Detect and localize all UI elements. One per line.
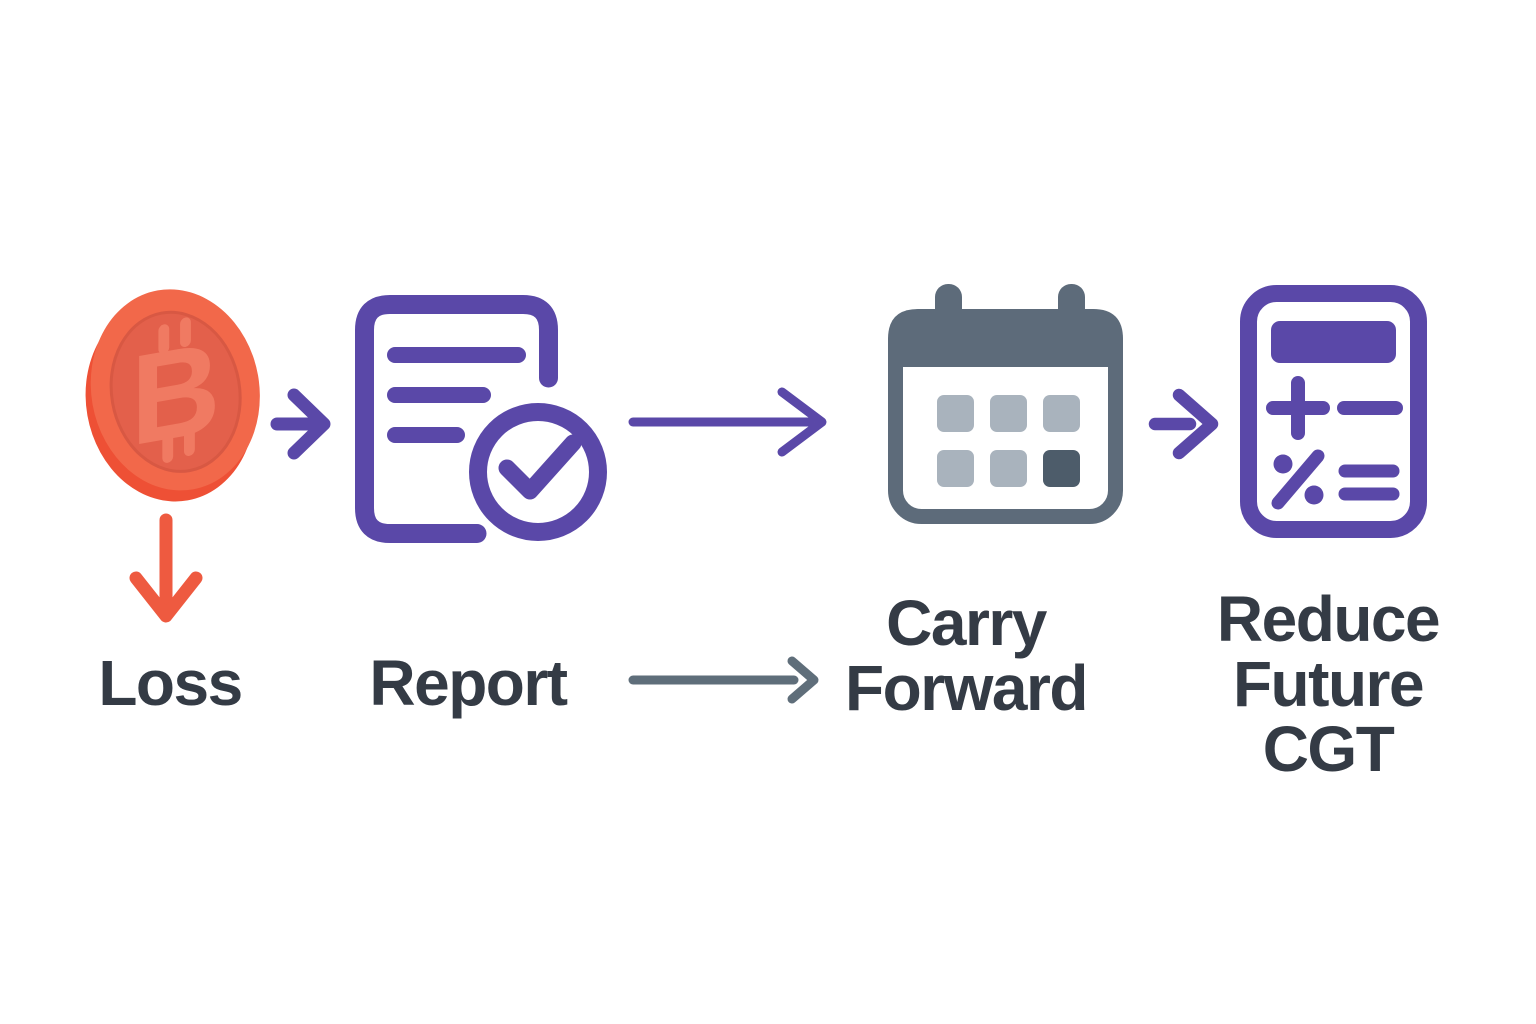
step-label-report: Report bbox=[369, 647, 568, 719]
arrow-right-icon bbox=[1148, 388, 1219, 460]
arrow-right-icon bbox=[270, 388, 331, 460]
red-down-arrow-icon bbox=[129, 513, 203, 623]
gray-arrow-right-icon bbox=[628, 656, 819, 704]
step-label-reduce-future-cgt: Reduce Future CGT bbox=[1216, 583, 1441, 785]
calendar-icon bbox=[888, 284, 1123, 524]
document-check-icon bbox=[355, 295, 607, 543]
step-label-carry-forward: Carry Forward bbox=[845, 587, 1088, 724]
arrow-right-icon bbox=[628, 387, 827, 457]
bitcoin-b-glyph: B bbox=[131, 314, 221, 473]
calculator-icon bbox=[1240, 285, 1427, 538]
bitcoin-coin-icon: B bbox=[85, 289, 260, 502]
step-label-loss: Loss bbox=[98, 647, 243, 719]
